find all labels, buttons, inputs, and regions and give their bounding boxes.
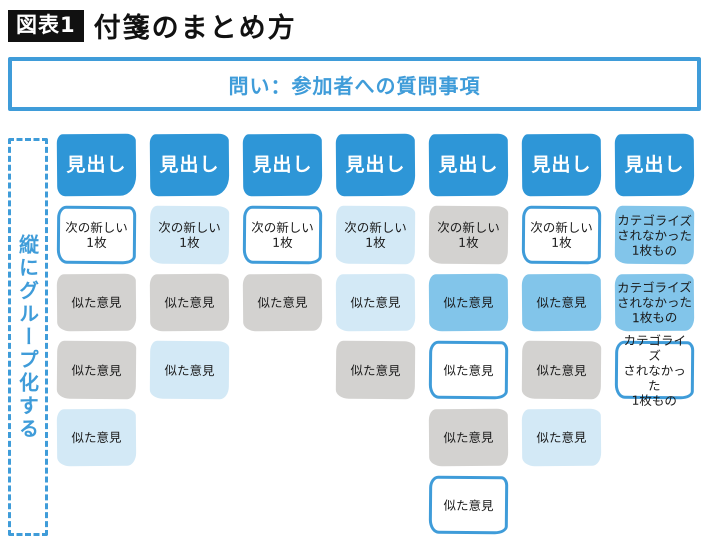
sticky-note: 似た意見 [521, 408, 602, 467]
sticky-note: 似た意見 [428, 340, 509, 400]
sticky-note: 似た意見 [428, 408, 509, 467]
group-direction-label: 縦にグループ化する [15, 233, 40, 441]
vertical-group-box: 縦にグループ化する [8, 138, 48, 536]
heading-note: 見出し [521, 133, 602, 197]
sticky-note: 似た意見 [242, 273, 323, 332]
column-3: 見出し次の新しい 1枚似た意見 [242, 133, 323, 534]
question-banner-text: 問い：参加者への質問事項 [228, 73, 481, 98]
heading-note: 見出し [428, 133, 509, 197]
sticky-note: 似た意見 [428, 273, 509, 332]
sticky-note: 次の新しい 1枚 [149, 205, 230, 265]
heading-note: 見出し [614, 133, 695, 197]
column-2: 見出し次の新しい 1枚似た意見似た意見 [149, 133, 230, 534]
sticky-note: 次の新しい 1枚 [56, 205, 137, 265]
figure-title-row: 図表1 付箋のまとめ方 [8, 6, 297, 45]
sticky-note: 似た意見 [428, 475, 509, 535]
sticky-note: 似た意見 [521, 273, 602, 332]
sticky-note: 似た意見 [149, 273, 230, 332]
sticky-note: 似た意見 [335, 340, 416, 400]
sticky-note: 次の新しい 1枚 [242, 205, 323, 265]
heading-note: 見出し [335, 133, 416, 197]
sticky-note: 次の新しい 1枚 [335, 205, 416, 265]
sticky-note: 似た意見 [149, 340, 230, 400]
heading-note: 見出し [149, 133, 230, 197]
sticky-note: 次の新しい 1枚 [428, 205, 509, 265]
figure-title: 付箋のまとめ方 [93, 13, 297, 44]
sticky-note: カテゴライズ されなかった 1枚もの [614, 205, 695, 265]
heading-note: 見出し [56, 133, 137, 197]
board: 見出し次の新しい 1枚似た意見似た意見似た意見見出し次の新しい 1枚似た意見似た… [56, 133, 695, 535]
sticky-note: 似た意見 [56, 408, 137, 467]
heading-note: 見出し [242, 133, 323, 197]
column-1: 見出し次の新しい 1枚似た意見似た意見似た意見 [56, 133, 137, 534]
sticky-note: 次の新しい 1枚 [521, 205, 602, 265]
sticky-note: 似た意見 [56, 273, 137, 332]
sticky-note: カテゴライズ されなかった 1枚もの [614, 332, 695, 408]
column-6: 見出し次の新しい 1枚似た意見似た意見似た意見 [521, 133, 602, 534]
sticky-note: 似た意見 [521, 340, 602, 400]
sticky-note: 似た意見 [56, 340, 137, 400]
column-4: 見出し次の新しい 1枚似た意見似た意見 [335, 133, 416, 534]
figure-badge: 図表1 [8, 9, 84, 42]
question-banner: 問い：参加者への質問事項 [8, 57, 701, 111]
sticky-note: カテゴライズ されなかった 1枚もの [614, 273, 695, 332]
sticky-note: 似た意見 [335, 273, 416, 332]
column-7: 見出しカテゴライズ されなかった 1枚ものカテゴライズ されなかった 1枚ものカ… [614, 133, 695, 534]
column-5: 見出し次の新しい 1枚似た意見似た意見似た意見似た意見 [428, 133, 509, 535]
